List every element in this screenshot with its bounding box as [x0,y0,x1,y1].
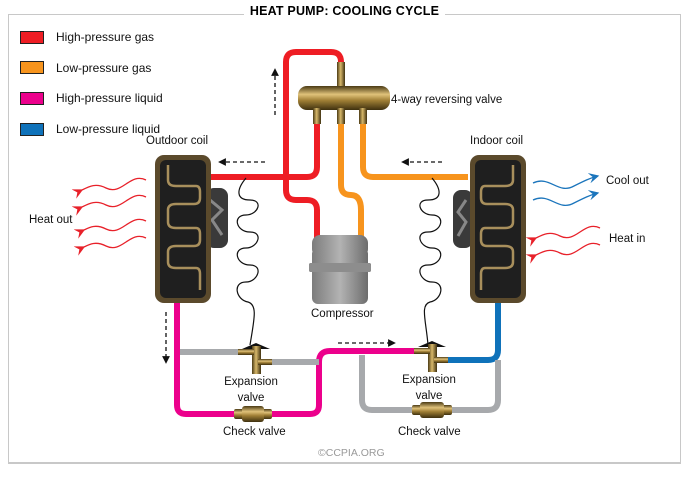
indoor-coil [453,155,526,303]
cool-out-arrow [532,173,600,189]
pipe-inactive-left-bypass [180,349,319,365]
cool-out-arrow [532,190,600,206]
heat-in-arrow [525,225,601,247]
legend-item-high-pressure-liquid: High-pressure liquid [20,87,163,109]
expansion-valve-left [238,343,272,374]
check-valve-left [234,406,272,422]
legend-label: Low-pressure gas [56,60,152,75]
heat-out-arrow [73,235,147,256]
legend-label: Low-pressure liquid [56,122,161,137]
pipe-inactive-right-bypass [359,355,501,413]
expansion-valve-right [414,341,448,372]
capillary-tube-left [236,177,259,346]
legend-item-high-pressure-gas: High-pressure gas [20,26,163,48]
pipe-high-pressure-liquid [174,298,416,417]
indoor-coil-label: Indoor coil [470,135,524,147]
label-line: Expansion [402,374,456,386]
pipe-low-pressure-liquid [444,300,501,363]
legend: High-pressure gas Low-pressure gas High-… [20,26,163,149]
cool-out-label: Cool out [606,175,649,187]
check-valve-left-label: Check valve [223,426,286,438]
label-line: valve [237,392,265,404]
title-text: HEAT PUMP: COOLING CYCLE [243,4,446,18]
legend-swatch [20,61,44,75]
heat-out-arrow [73,218,147,239]
legend-item-low-pressure-liquid: Low-pressure liquid [20,118,163,140]
legend-swatch [20,122,44,136]
diagram-title: HEAT PUMP: COOLING CYCLE [0,4,689,18]
legend-label: High-pressure gas [56,30,155,44]
legend-item-low-pressure-gas: Low-pressure gas [20,57,163,79]
pipe-high-pressure-gas-top [283,49,344,240]
compressor [309,235,371,304]
legend-swatch [20,30,44,44]
expansion-valve-right-label: Expansion valve [396,372,462,404]
legend-swatch [20,91,44,105]
heat-out-label: Heat out [29,214,73,226]
reversing-valve-label: 4-way reversing valve [391,94,503,106]
label-line: Expansion [224,376,278,388]
reversing-valve [298,62,390,124]
heat-out-arrow [71,177,147,199]
capillary-tube-right [419,177,442,346]
pipe-low-pressure-gas-indoor [360,120,468,180]
credit-text: ©CCPIA.ORG [318,447,385,459]
outdoor-coil-label: Outdoor coil [146,135,209,147]
heat-in-arrow [525,242,601,264]
legend-label: High-pressure liquid [56,91,163,106]
check-valve-right [412,402,452,418]
check-valve-right-label: Check valve [398,426,461,438]
compressor-label: Compressor [311,308,374,320]
heat-out-arrow [71,194,147,216]
label-line: valve [415,390,443,402]
outdoor-coil [155,155,228,303]
heat-in-label: Heat in [609,233,646,245]
pipe-low-pressure-gas-compressor [338,120,364,240]
pipe-high-pressure-gas-outdoor [210,120,320,180]
expansion-valve-left-label: Expansion valve [218,374,284,406]
